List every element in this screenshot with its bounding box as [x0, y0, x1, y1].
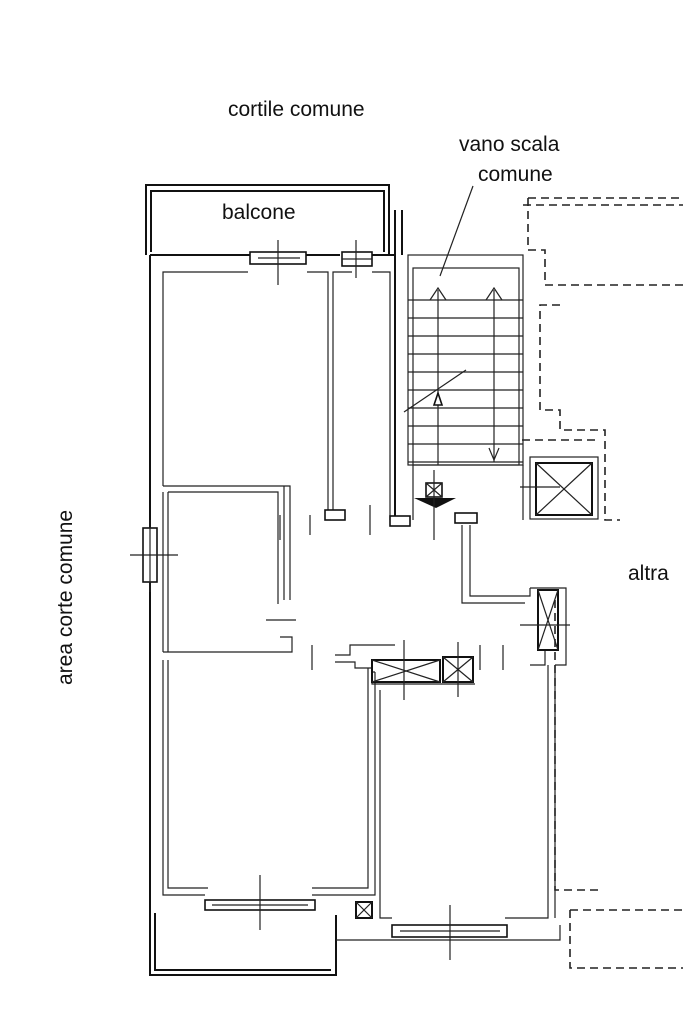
bottom-balcony [149, 910, 561, 976]
stairwell-label-line1: vano scala [459, 133, 560, 156]
interior-walls [162, 271, 567, 919]
elevator [520, 456, 599, 520]
bottom-windows [204, 875, 508, 960]
stairwell-leader-line [439, 185, 474, 277]
balcony-label: balcone [222, 201, 296, 224]
stairwell-label-line2: comune [478, 163, 553, 186]
stairwell [403, 254, 524, 540]
side-area-label: area corte comune [54, 510, 77, 685]
side-window [130, 520, 178, 592]
top-balcony [145, 184, 390, 255]
exterior-walls [149, 210, 410, 910]
ducts [355, 589, 570, 919]
other-label: altra [628, 562, 669, 585]
entrance-arrow-icon [414, 498, 456, 508]
top-windows [249, 240, 373, 285]
neighbour-outline-dashed [522, 197, 683, 969]
door-openings [279, 505, 504, 670]
courtyard-label: cortile comune [228, 98, 365, 121]
